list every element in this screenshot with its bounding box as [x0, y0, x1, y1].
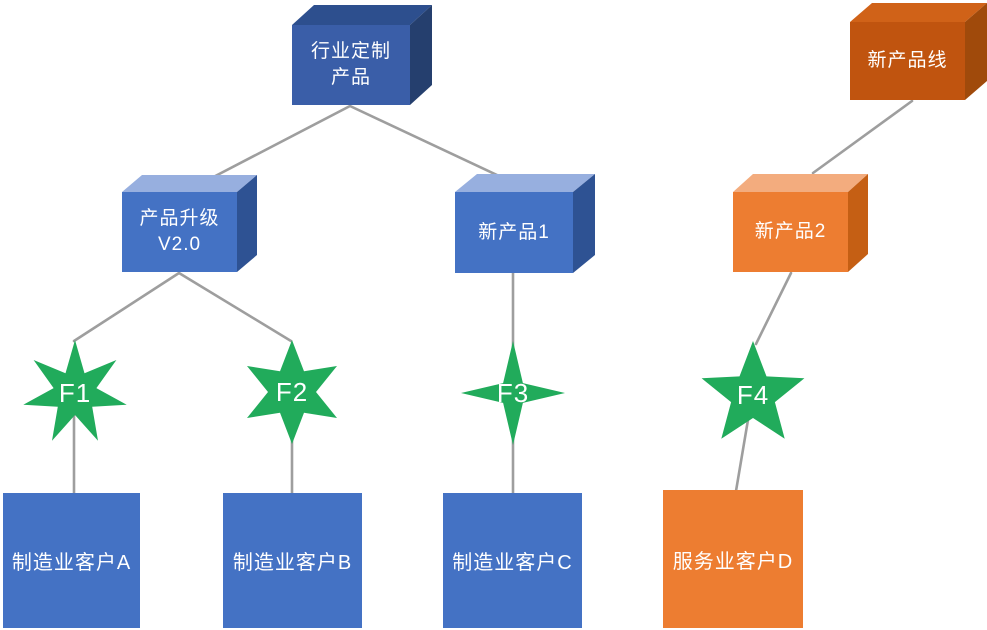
node-label: 新产品1 [455, 192, 573, 273]
node-new-product-line: 新产品线 [850, 3, 987, 100]
cube-front-face [733, 192, 848, 272]
connector-newproduct2-to-f4 [754, 271, 793, 346]
node-label: F4 [697, 339, 809, 451]
star-label-text: F4 [736, 379, 770, 410]
cube-shape [733, 174, 868, 272]
node-label-line2: V2.0 [157, 234, 202, 255]
connector-root-to-newproduct1 [348, 104, 518, 186]
star-6-point-shape [247, 340, 337, 444]
cube-side-face [573, 174, 595, 273]
connector-root-to-upgrade [198, 104, 352, 186]
cube-front-face [850, 22, 965, 100]
node-manufacturing-customer-a: 制造业客户A [3, 493, 140, 628]
node-new-product-2: 新产品2 [733, 174, 868, 272]
cube-front-face [122, 192, 237, 272]
node-product-upgrade-v2: 产品升级 V2.0 [122, 175, 257, 272]
node-feature-f2: F2 [237, 337, 347, 447]
cube-front-face [292, 25, 410, 105]
node-industry-custom-product: 行业定制 产品 [292, 5, 432, 105]
node-feature-f1: F1 [20, 338, 130, 448]
node-label-line1: 新产品线 [867, 50, 948, 72]
node-label: 新产品2 [733, 192, 848, 272]
star-label-text: F3 [496, 377, 530, 408]
cube-side-face [237, 175, 257, 272]
node-label-line1: 产品升级 [139, 208, 220, 230]
node-new-product-1: 新产品1 [455, 174, 595, 273]
star-5-point-shape [701, 341, 805, 439]
star-label-text: F1 [58, 377, 92, 408]
node-label: F1 [20, 338, 130, 448]
star-label-text: F2 [275, 376, 309, 407]
cube-side-face [848, 174, 868, 272]
cube-side-face [965, 3, 987, 100]
cube-shape [455, 174, 595, 273]
node-label-line1: 新产品1 [478, 221, 550, 243]
star-4-point-shape [461, 341, 565, 445]
connector-newline-to-newproduct2 [811, 99, 914, 175]
node-feature-f3: F3 [458, 338, 568, 448]
node-label: 产品升级 V2.0 [122, 192, 237, 272]
cube-shape [850, 3, 987, 100]
node-label-line1: 新产品2 [754, 221, 827, 243]
connector-upgrade-to-f1 [72, 271, 181, 343]
node-feature-f4: F4 [697, 339, 809, 451]
node-label: F3 [458, 338, 568, 448]
node-manufacturing-customer-b: 制造业客户B [223, 493, 362, 628]
cube-top-face [850, 3, 987, 22]
node-label: 服务业客户D [672, 550, 794, 573]
cube-top-face [455, 174, 595, 192]
star-polygon [701, 341, 805, 439]
cube-side-face [410, 5, 432, 105]
node-label: 制造业客户B [232, 552, 353, 574]
cube-top-face [122, 175, 257, 192]
star-polygon [23, 340, 127, 441]
node-label-line1: 行业定制 [310, 41, 391, 63]
cube-shape [292, 5, 432, 105]
node-manufacturing-customer-c: 制造业客户C [443, 493, 582, 628]
node-label: F2 [237, 337, 347, 447]
star-polygon [247, 340, 337, 444]
cube-front-face [455, 192, 573, 273]
node-label: 行业定制 产品 [292, 25, 410, 105]
node-label-line2: 产品 [330, 67, 371, 88]
cube-top-face [292, 5, 432, 25]
node-service-customer-d: 服务业客户D [663, 490, 803, 628]
cube-top-face [733, 174, 868, 192]
cube-shape [122, 175, 257, 272]
node-label: 新产品线 [850, 22, 965, 100]
node-label: 制造业客户C [452, 552, 573, 574]
connector-upgrade-to-f2 [177, 271, 293, 343]
node-label: 制造业客户A [11, 552, 132, 574]
star-polygon [461, 341, 565, 445]
star-7-point-shape [23, 340, 127, 441]
